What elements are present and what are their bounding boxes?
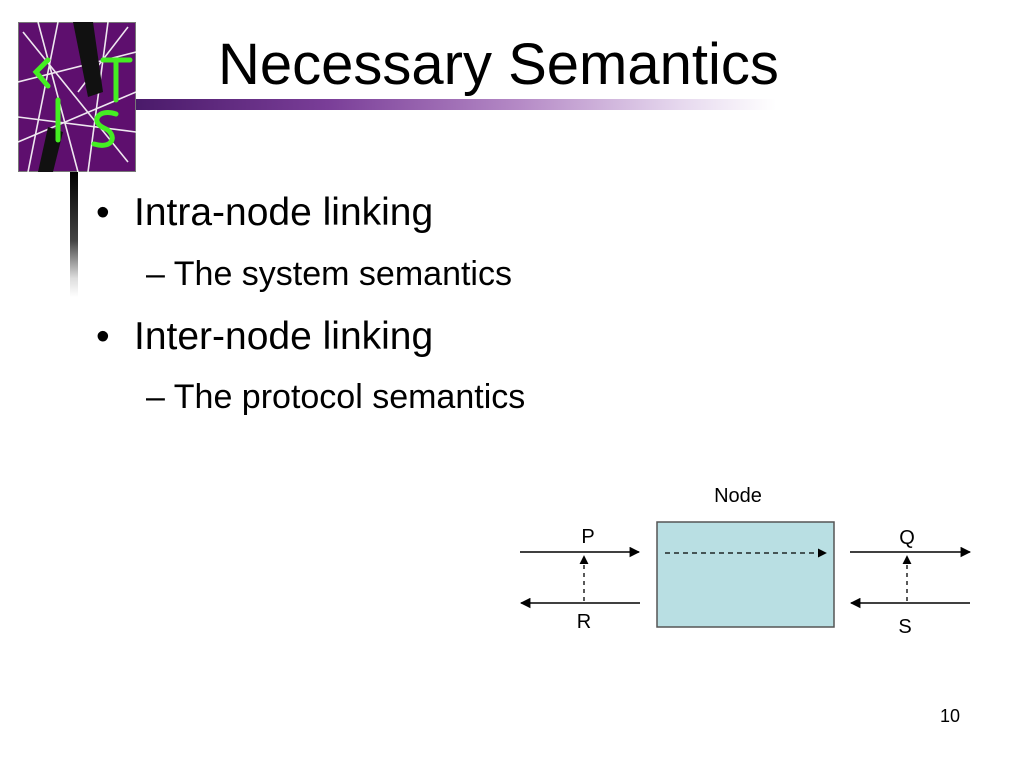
node-diagram: Node P R Q S [500,470,1000,670]
bullet-item: • Inter-node linking [96,314,433,360]
sub-bullet-text: The system semantics [173,255,512,293]
vertical-accent-bar [70,172,78,297]
label-q: Q [899,527,915,549]
node-label: Node [714,485,762,507]
slide-title: Necessary Semantics [218,32,779,97]
logo [17,21,137,173]
bullet-marker: • [96,191,110,234]
bullet-text: Inter-node linking [134,315,434,358]
sub-bullet-marker: – [146,378,165,416]
bullet-marker: • [96,315,110,358]
sub-bullet-item: – The protocol semantics [146,377,525,417]
label-r: R [577,611,591,633]
sub-bullet-marker: – [146,255,165,293]
bullet-text: Intra-node linking [134,191,434,234]
bullet-item: • Intra-node linking [96,190,433,236]
title-underline-bar [136,99,776,110]
sub-bullet-item: – The system semantics [146,254,512,294]
label-p: P [581,526,594,548]
page-number: 10 [939,706,961,726]
node-diagram-svg: Node P R Q S [519,485,972,638]
logo-graphic [17,21,137,173]
label-s: S [898,616,911,638]
sub-bullet-text: The protocol semantics [173,378,526,416]
node-box [656,521,835,628]
